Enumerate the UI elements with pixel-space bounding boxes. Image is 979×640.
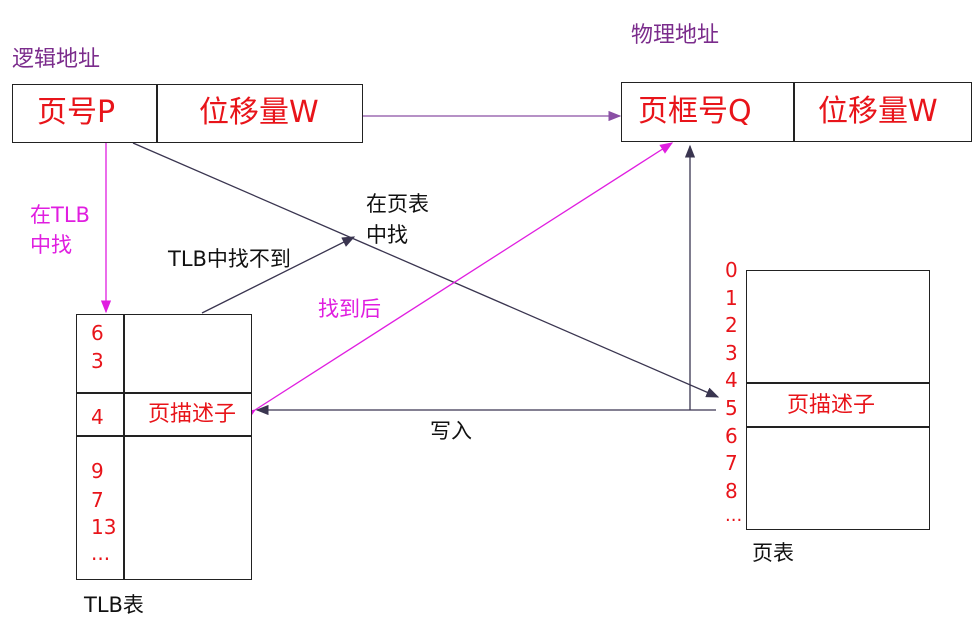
- tlb-row-divider: [77, 435, 251, 437]
- label-write-in: 写入: [430, 419, 472, 443]
- label-search-tlb-1: 在TLB: [30, 203, 90, 227]
- label-search-tlb-2: 中找: [30, 233, 72, 257]
- pagetable-index: 4: [725, 368, 738, 392]
- tlb-page-number: ...: [91, 541, 111, 565]
- tlb-page-number: 7: [91, 488, 104, 512]
- pagetable-index: 6: [725, 424, 738, 448]
- label-search-pagetable-1: 在页表: [366, 192, 429, 216]
- logical-offset: 位移量W: [199, 95, 319, 130]
- tlb-caption: TLB表: [84, 593, 144, 617]
- physical-offset: 位移量W: [818, 94, 938, 129]
- pagetable-index: 0: [725, 258, 738, 282]
- label-search-pagetable-2: 中找: [366, 223, 408, 247]
- logical-address-title: 逻辑地址: [12, 47, 101, 72]
- tlb-page-number: 13: [91, 515, 117, 539]
- label-found-after: 找到后: [318, 297, 381, 321]
- pagetable-index: 7: [725, 451, 738, 475]
- logical-address-divider: [156, 85, 158, 142]
- pagetable-index: 1: [725, 286, 738, 310]
- logical-page-number: 页号P: [37, 95, 116, 130]
- tlb-descriptor: 页描述子: [148, 402, 237, 427]
- physical-frame-number: 页框号Q: [638, 94, 752, 129]
- pagetable-row-divider: [747, 382, 929, 384]
- tlb-table: 6 3 4 9 7 13 ... 页描述子: [76, 314, 252, 580]
- page-table: 页描述子: [746, 270, 930, 530]
- tlb-page-number: 9: [91, 459, 104, 483]
- pagetable-index: 3: [725, 341, 738, 365]
- logical-address-box: 页号P 位移量W: [12, 84, 363, 143]
- pagetable-index: ...: [725, 505, 743, 526]
- physical-address-title: 物理地址: [631, 23, 720, 48]
- arrow-found-bidirectional: [242, 142, 674, 421]
- tlb-page-number: 3: [91, 349, 104, 373]
- physical-address-box: 页框号Q 位移量W: [621, 82, 972, 142]
- tlb-row-divider: [77, 392, 251, 394]
- pagetable-row-divider: [747, 426, 929, 428]
- pagetable-caption: 页表: [752, 541, 794, 565]
- pagetable-index: 2: [725, 313, 738, 337]
- tlb-page-number: 6: [91, 321, 104, 345]
- physical-address-divider: [793, 83, 795, 141]
- pagetable-index: 5: [725, 396, 738, 420]
- tlb-page-number: 4: [91, 405, 104, 429]
- pagetable-descriptor: 页描述子: [787, 393, 876, 418]
- tlb-column-divider: [123, 315, 125, 579]
- label-tlb-not-found: TLB中找不到: [168, 247, 291, 271]
- pagetable-index: 8: [725, 479, 738, 503]
